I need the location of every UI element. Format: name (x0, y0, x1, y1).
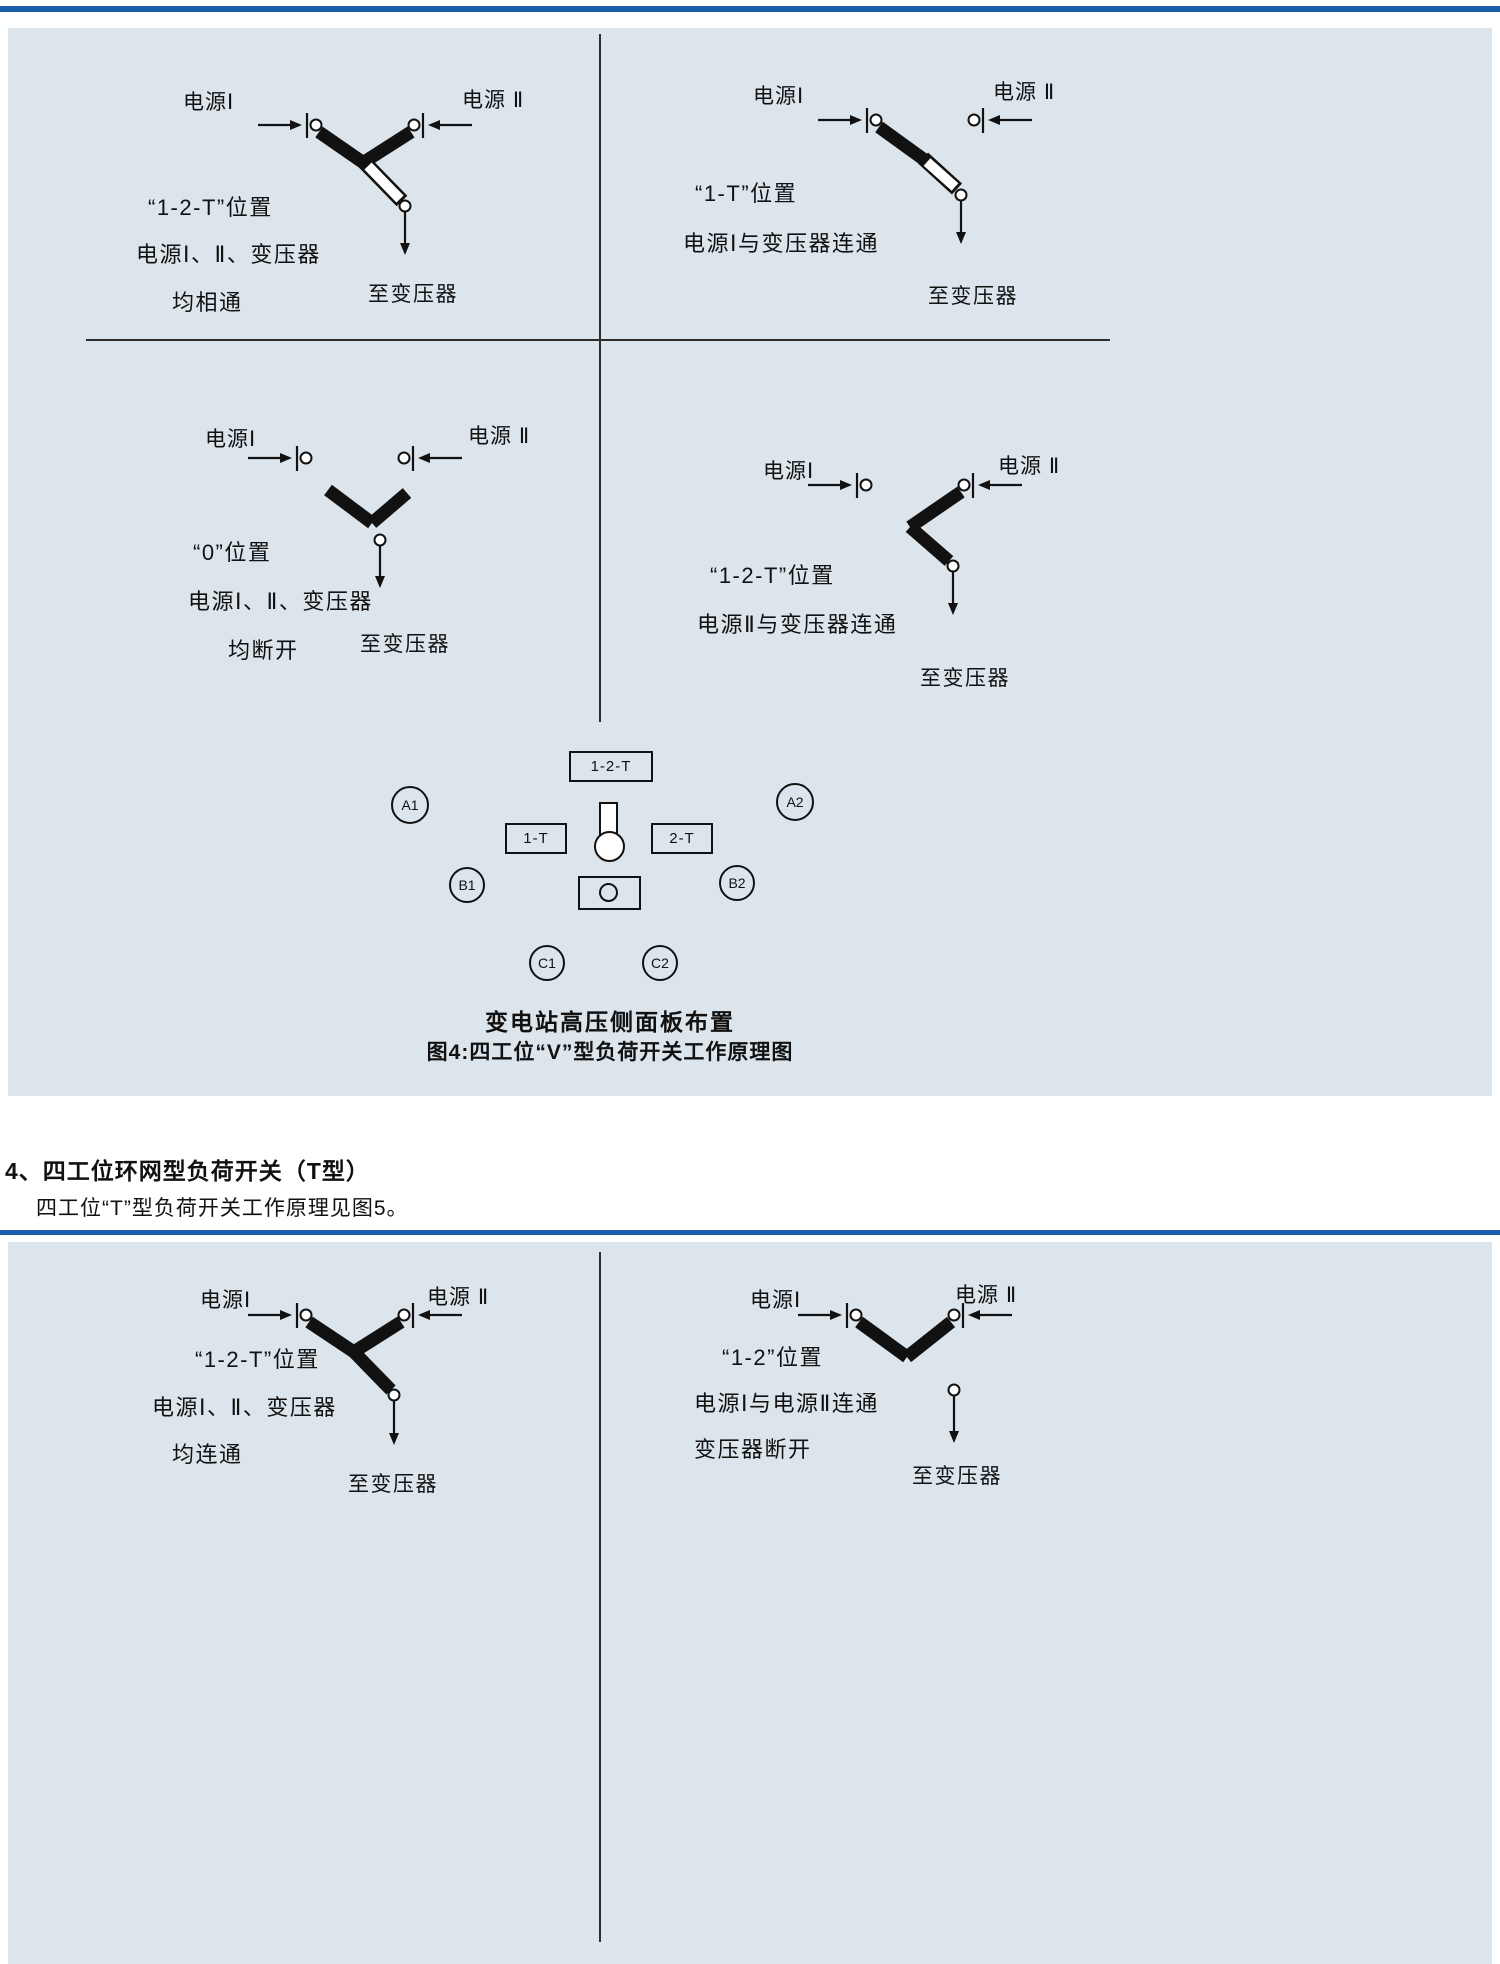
power-source-2-label: 电源 Ⅱ (468, 425, 531, 448)
power-source-1-label: 电源Ⅰ (200, 1289, 252, 1312)
section-divider-line (0, 1230, 1500, 1235)
terminal-circle-A2: A2 (776, 783, 814, 821)
power-source-1-label: 电源Ⅰ (183, 91, 235, 114)
panel-position-label: 2-T (669, 830, 695, 847)
terminal-label: A2 (786, 794, 804, 810)
figure4-panel (8, 28, 1492, 1096)
panel-caption: 变电站高压侧面板布置 (485, 1009, 735, 1035)
position-caption: “1-T”位置 (695, 181, 798, 206)
panel-position-box-2-T: 2-T (651, 823, 713, 854)
switch-diagram-1-2 (798, 1303, 1012, 1443)
terminal-circle-A1: A1 (391, 786, 429, 824)
position-caption: 电源Ⅰ与电源Ⅱ连通 (694, 1391, 879, 1416)
panel-position-box-1-2-T: 1-2-T (569, 751, 653, 782)
terminal-label: A1 (401, 797, 419, 813)
position-caption: 电源Ⅰ、Ⅱ、变压器 (188, 589, 373, 614)
power-source-2-label: 电源 Ⅱ (993, 81, 1056, 104)
to-transformer-label: 至变压器 (920, 667, 1010, 690)
position-caption: 电源Ⅰ与变压器连通 (683, 231, 879, 256)
figure4-horizontal-divider (86, 339, 1110, 341)
panel-position-label: 1-2-T (590, 758, 632, 775)
figure5-vertical-divider (599, 1252, 601, 1942)
terminal-circle-B1: B1 (449, 867, 485, 903)
to-transformer-label: 至变压器 (928, 285, 1018, 308)
terminal-label: B1 (458, 877, 476, 893)
switch-diagram-0 (248, 446, 462, 588)
position-caption: “0”位置 (193, 540, 272, 565)
top-border-line (0, 6, 1500, 12)
power-source-2-label: 电源 Ⅱ (462, 89, 525, 112)
position-caption: “1-2-T”位置 (148, 195, 273, 220)
to-transformer-label: 至变压器 (360, 633, 450, 656)
terminal-label: C1 (538, 955, 556, 971)
position-caption: 电源Ⅰ、Ⅱ、变压器 (152, 1395, 337, 1420)
power-source-1-label: 电源Ⅰ (750, 1289, 802, 1312)
switch-diagram-T-1-2-T (248, 1303, 462, 1445)
padlock-slot-box (578, 876, 641, 910)
panel-position-box-1-T: 1-T (505, 823, 567, 854)
figure5-panel (8, 1242, 1492, 1964)
to-transformer-label: 至变压器 (348, 1473, 438, 1496)
operating-handle-hub (594, 831, 625, 862)
terminal-circle-B2: B2 (719, 865, 755, 901)
figure4-caption: 图4:四工位“V”型负荷开关工作原理图 (426, 1041, 794, 1064)
section-heading: 4、四工位环网型负荷开关（T型） (5, 1158, 370, 1184)
switch-diagram-2-T (808, 473, 1022, 615)
figure4-vertical-divider (599, 34, 601, 722)
power-source-1-label: 电源Ⅰ (763, 460, 815, 483)
power-source-2-label: 电源 Ⅱ (998, 455, 1061, 478)
power-source-2-label: 电源 Ⅱ (955, 1284, 1018, 1307)
switch-diagram-1-T (818, 108, 1032, 244)
position-caption: 电源Ⅰ、Ⅱ、变压器 (136, 242, 321, 267)
position-caption: 变压器断开 (694, 1437, 812, 1462)
position-caption: 均断开 (228, 638, 299, 663)
terminal-circle-C2: C2 (642, 945, 678, 981)
to-transformer-label: 至变压器 (912, 1465, 1002, 1488)
terminal-circle-C1: C1 (529, 945, 565, 981)
position-caption: “1-2”位置 (722, 1345, 823, 1370)
switch-diagram-1-2-T-all (258, 113, 472, 255)
padlock-hole-circle (599, 883, 618, 902)
section-body: 四工位“T”型负荷开关工作原理见图5。 (36, 1197, 409, 1220)
power-source-1-label: 电源Ⅰ (753, 85, 805, 108)
terminal-label: B2 (728, 875, 746, 891)
power-source-2-label: 电源 Ⅱ (427, 1286, 490, 1309)
position-caption: 均相通 (172, 290, 243, 315)
to-transformer-label: 至变压器 (368, 283, 458, 306)
position-caption: 电源Ⅱ与变压器连通 (697, 612, 898, 637)
power-source-1-label: 电源Ⅰ (205, 428, 257, 451)
position-caption: “1-2-T”位置 (710, 563, 835, 588)
position-caption: “1-2-T”位置 (195, 1347, 320, 1372)
position-caption: 均连通 (172, 1442, 243, 1467)
terminal-label: C2 (651, 955, 669, 971)
panel-position-label: 1-T (523, 830, 549, 847)
